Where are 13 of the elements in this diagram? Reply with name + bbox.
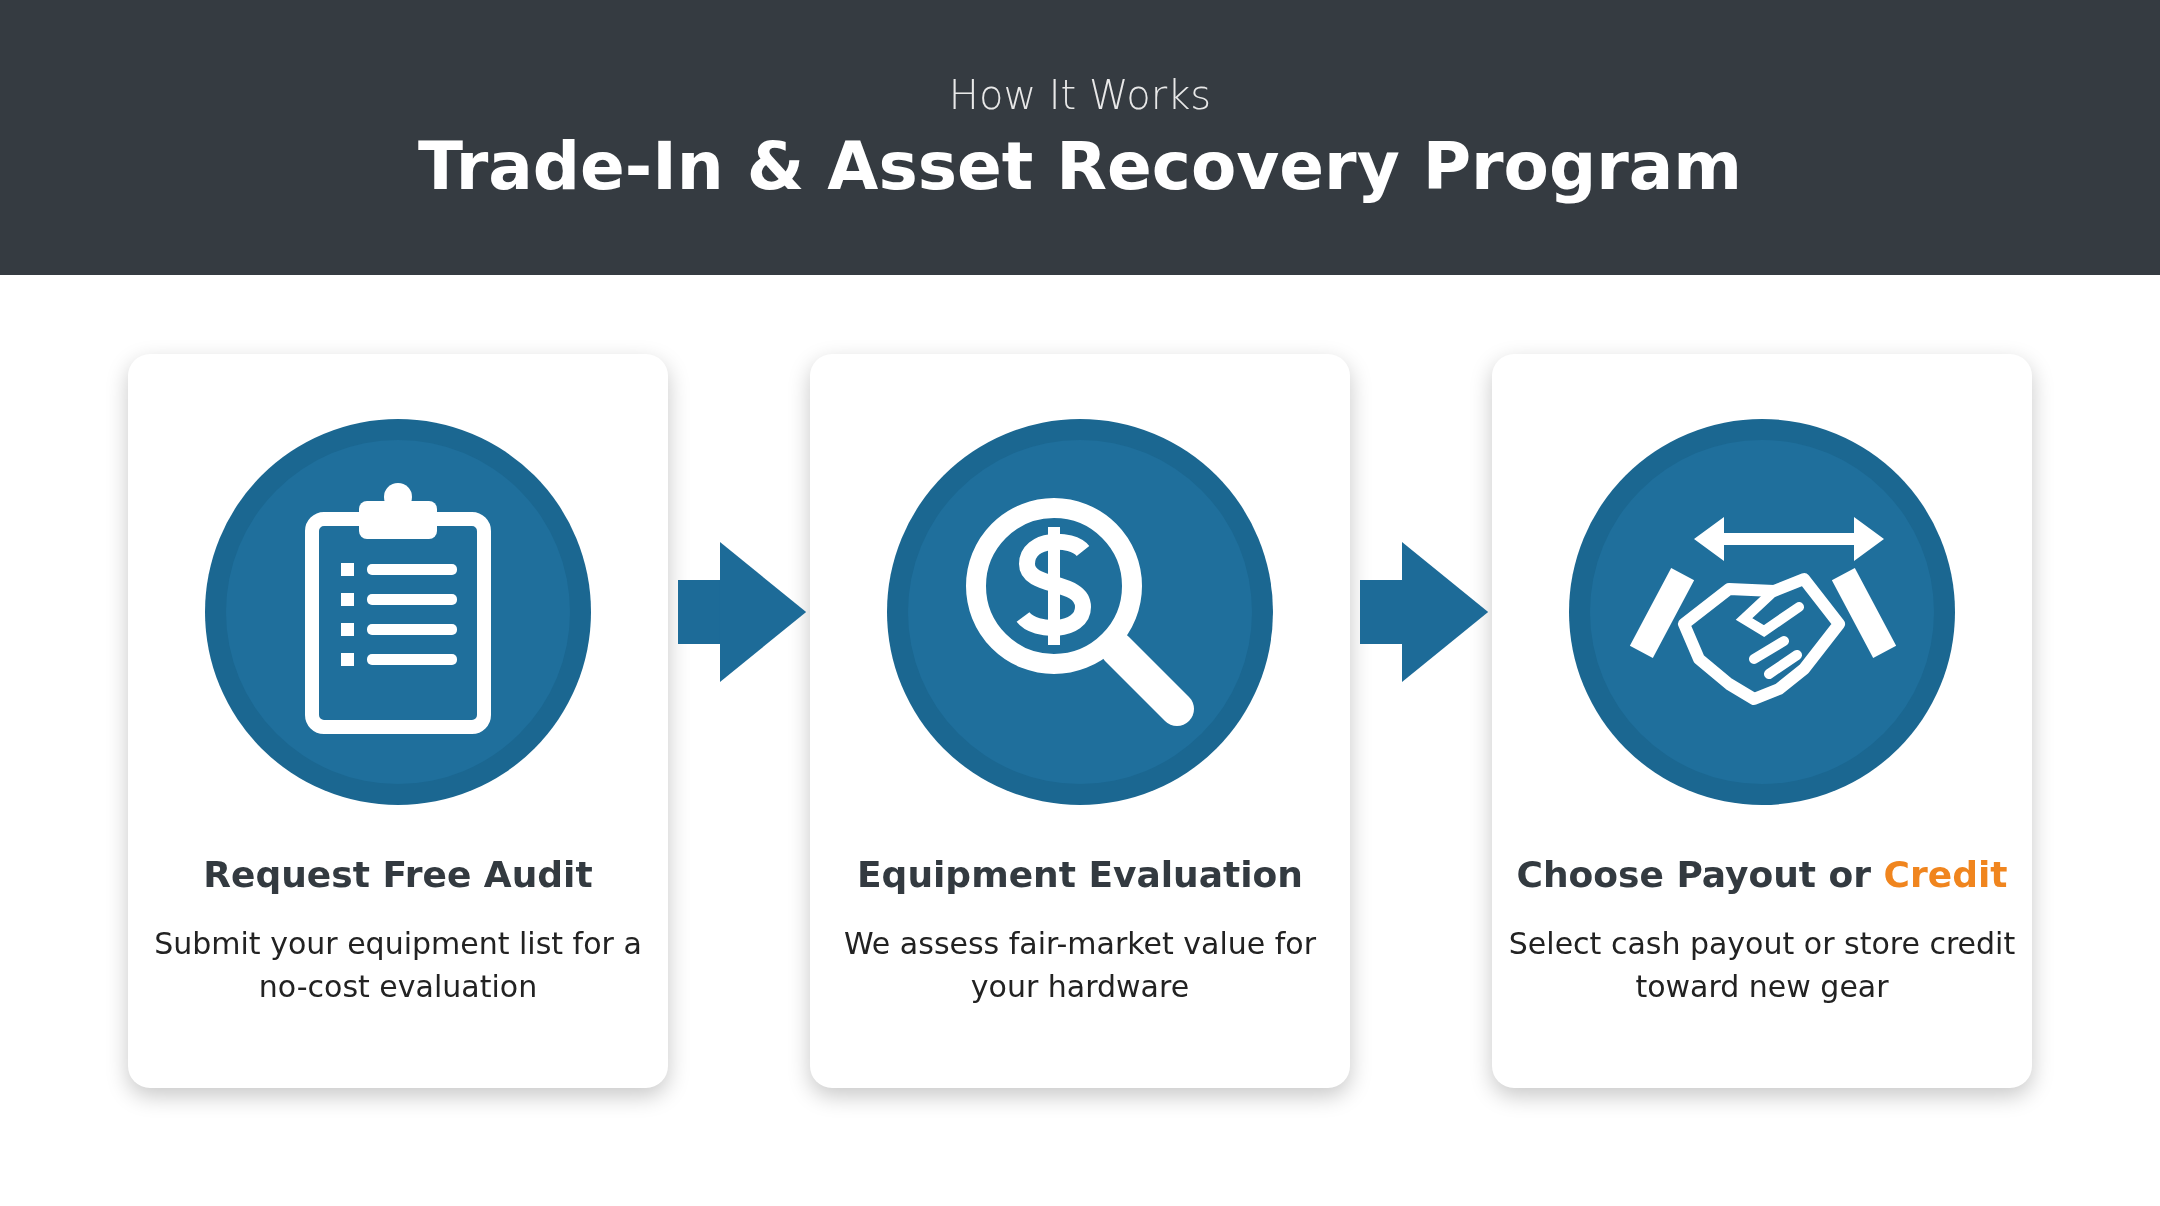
step-description: Select cash payout or store credit toward new gear bbox=[1507, 925, 2017, 1006]
subtitle: How It Works bbox=[948, 72, 1212, 118]
flow-arrow bbox=[678, 542, 807, 682]
step-description: We assess fair-market value for your hardware bbox=[842, 925, 1317, 1006]
step-heading: Choose Payout or Credit bbox=[1515, 854, 2009, 895]
step-card bbox=[128, 354, 668, 1088]
step-description: Submit your equipment list for a no-cost evaluation bbox=[153, 925, 643, 1006]
step-card bbox=[810, 354, 1350, 1088]
step-heading: Equipment Evaluation bbox=[856, 854, 1304, 895]
step-card bbox=[1492, 354, 2032, 1088]
title: Trade-In & Asset Recovery Program bbox=[418, 128, 1742, 205]
flow-arrow bbox=[1360, 542, 1489, 682]
step-heading: Request Free Audit bbox=[202, 854, 594, 895]
